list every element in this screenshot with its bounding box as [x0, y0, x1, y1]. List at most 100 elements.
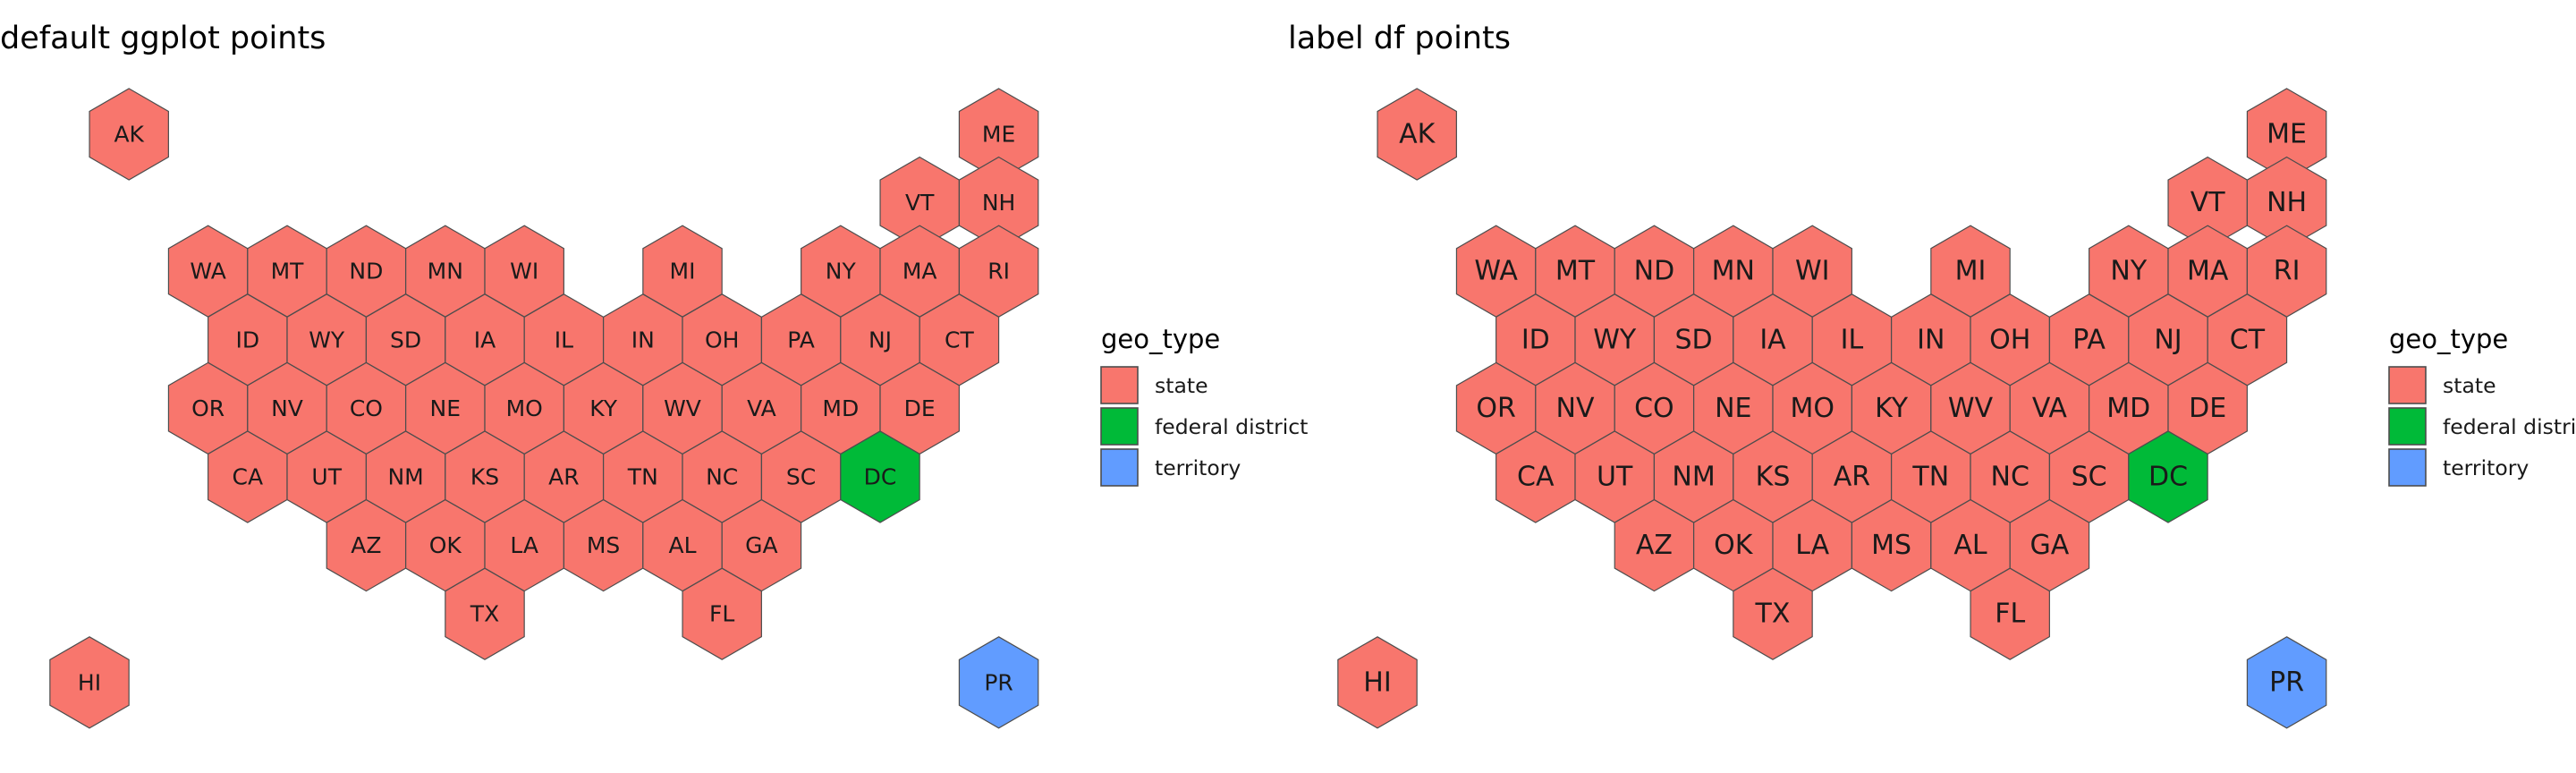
hex-label-nh: NH — [2267, 187, 2307, 218]
hex-label-id: ID — [235, 327, 259, 353]
hex-label-ca: CA — [233, 464, 264, 490]
hex-label-sd: SD — [390, 327, 421, 353]
legend-label-state: state — [2443, 373, 2496, 398]
panel-title: label df points — [1288, 21, 1511, 56]
hex-label-nh: NH — [982, 190, 1016, 216]
hex-tile-fl — [1970, 567, 2050, 660]
hex-label-hi: HI — [1363, 667, 1391, 698]
hex-label-wa: WA — [1474, 256, 1518, 287]
legend-title: geo_type — [2389, 324, 2508, 354]
hex-label-hi: HI — [78, 669, 101, 695]
legend-key-federal-district — [2388, 407, 2427, 446]
hex-label-nc: NC — [1991, 462, 2029, 493]
legend-label-federal-district: federal district — [1155, 414, 1308, 439]
hex-label-pa: PA — [787, 327, 815, 353]
hex-label-mn: MN — [428, 259, 463, 285]
hex-label-ri: RI — [2274, 256, 2301, 287]
hex-label-id: ID — [1521, 324, 1550, 355]
hex-label-tn: TN — [1911, 462, 1949, 493]
hex-label-wy: WY — [309, 327, 345, 353]
legend-title: geo_type — [1101, 324, 1220, 354]
hex-label-ak: AK — [1399, 119, 1436, 150]
hex-label-ne: NE — [430, 395, 462, 421]
hex-label-vt: VT — [2190, 187, 2226, 218]
hex-label-oh: OH — [1989, 324, 2030, 355]
hex-label-wv: WV — [664, 395, 701, 421]
hex-label-ia: IA — [474, 327, 496, 353]
hex-label-pa: PA — [2072, 324, 2106, 355]
hex-label-co: CO — [350, 395, 383, 421]
hex-label-md: MD — [2106, 393, 2150, 424]
hex-label-sc: SC — [2072, 462, 2107, 493]
hex-label-wi: WI — [1795, 256, 1830, 287]
hex-label-nj: NJ — [2154, 324, 2182, 355]
hex-tile-pr — [958, 636, 1039, 729]
hex-label-va: VA — [2032, 393, 2068, 424]
hex-label-mo: MO — [506, 395, 543, 421]
hex-label-fl: FL — [709, 601, 734, 627]
hex-label-mn: MN — [1712, 256, 1755, 287]
hex-label-ak: AK — [114, 122, 144, 148]
hex-label-ut: UT — [1597, 462, 1633, 493]
hex-label-sd: SD — [1675, 324, 1713, 355]
hex-tile-dc — [2128, 430, 2208, 523]
hex-tile-hi — [49, 636, 130, 729]
hex-label-ky: KY — [1875, 393, 1909, 424]
legend: geo_type state federal district territory — [2388, 324, 2576, 487]
hex-label-fl: FL — [1995, 599, 2025, 630]
hex-label-ky: KY — [589, 395, 618, 421]
hex-label-wv: WV — [1948, 393, 1994, 424]
hex-label-ia: IA — [1759, 324, 1786, 355]
hex-tile-ak — [89, 88, 169, 181]
hex-tile-dc — [840, 430, 920, 523]
hex-label-ga: GA — [2030, 530, 2070, 561]
hex-label-ma: MA — [902, 259, 937, 285]
hex-label-al: AL — [1953, 530, 1987, 561]
legend-label-federal-district: federal district — [2443, 414, 2576, 439]
hex-label-oh: OH — [705, 327, 739, 353]
hex-label-ut: UT — [311, 464, 342, 490]
hex-label-mi: MI — [670, 259, 696, 285]
panel-title: default ggplot points — [0, 21, 326, 56]
hex-label-ca: CA — [1517, 462, 1555, 493]
hex-tile-tx — [445, 567, 525, 660]
hex-label-md: MD — [822, 395, 859, 421]
hex-tile-pr — [2246, 636, 2327, 729]
hex-label-il: IL — [555, 327, 573, 353]
hex-label-az: AZ — [351, 532, 381, 558]
hex-label-ma: MA — [2187, 256, 2229, 287]
hex-label-ne: NE — [1715, 393, 1751, 424]
hex-label-ar: AR — [548, 464, 579, 490]
hex-label-pr: PR — [984, 669, 1013, 695]
hex-label-or: OR — [191, 395, 225, 421]
hex-label-mi: MI — [1955, 256, 1987, 287]
hex-label-ct: CT — [945, 327, 974, 353]
hex-tile-ak — [1377, 88, 1457, 181]
hex-label-la: LA — [510, 532, 538, 558]
hex-label-ok: OK — [1714, 530, 1754, 561]
hex-label-ks: KS — [470, 464, 499, 490]
legend-label-territory: territory — [2443, 455, 2529, 480]
hex-label-ok: OK — [429, 532, 462, 558]
hex-label-or: OR — [1476, 393, 1515, 424]
hex-label-tx: TX — [470, 601, 499, 627]
hex-label-tn: TN — [627, 464, 658, 490]
hex-label-dc: DC — [864, 464, 897, 490]
hex-label-ar: AR — [1834, 462, 1870, 493]
hex-tile-fl — [682, 567, 762, 660]
hex-label-me: ME — [2267, 119, 2307, 150]
hex-label-pr: PR — [2269, 667, 2304, 698]
hex-label-in: IN — [631, 327, 655, 353]
hex-label-nc: NC — [706, 464, 738, 490]
hex-label-wa: WA — [190, 259, 225, 285]
hex-label-la: LA — [1795, 530, 1829, 561]
hex-label-tx: TX — [1755, 599, 1791, 630]
hex-label-nm: NM — [387, 464, 423, 490]
hex-tile-hi — [1337, 636, 1418, 729]
hex-label-wi: WI — [510, 259, 538, 285]
hex-label-al: AL — [668, 532, 696, 558]
